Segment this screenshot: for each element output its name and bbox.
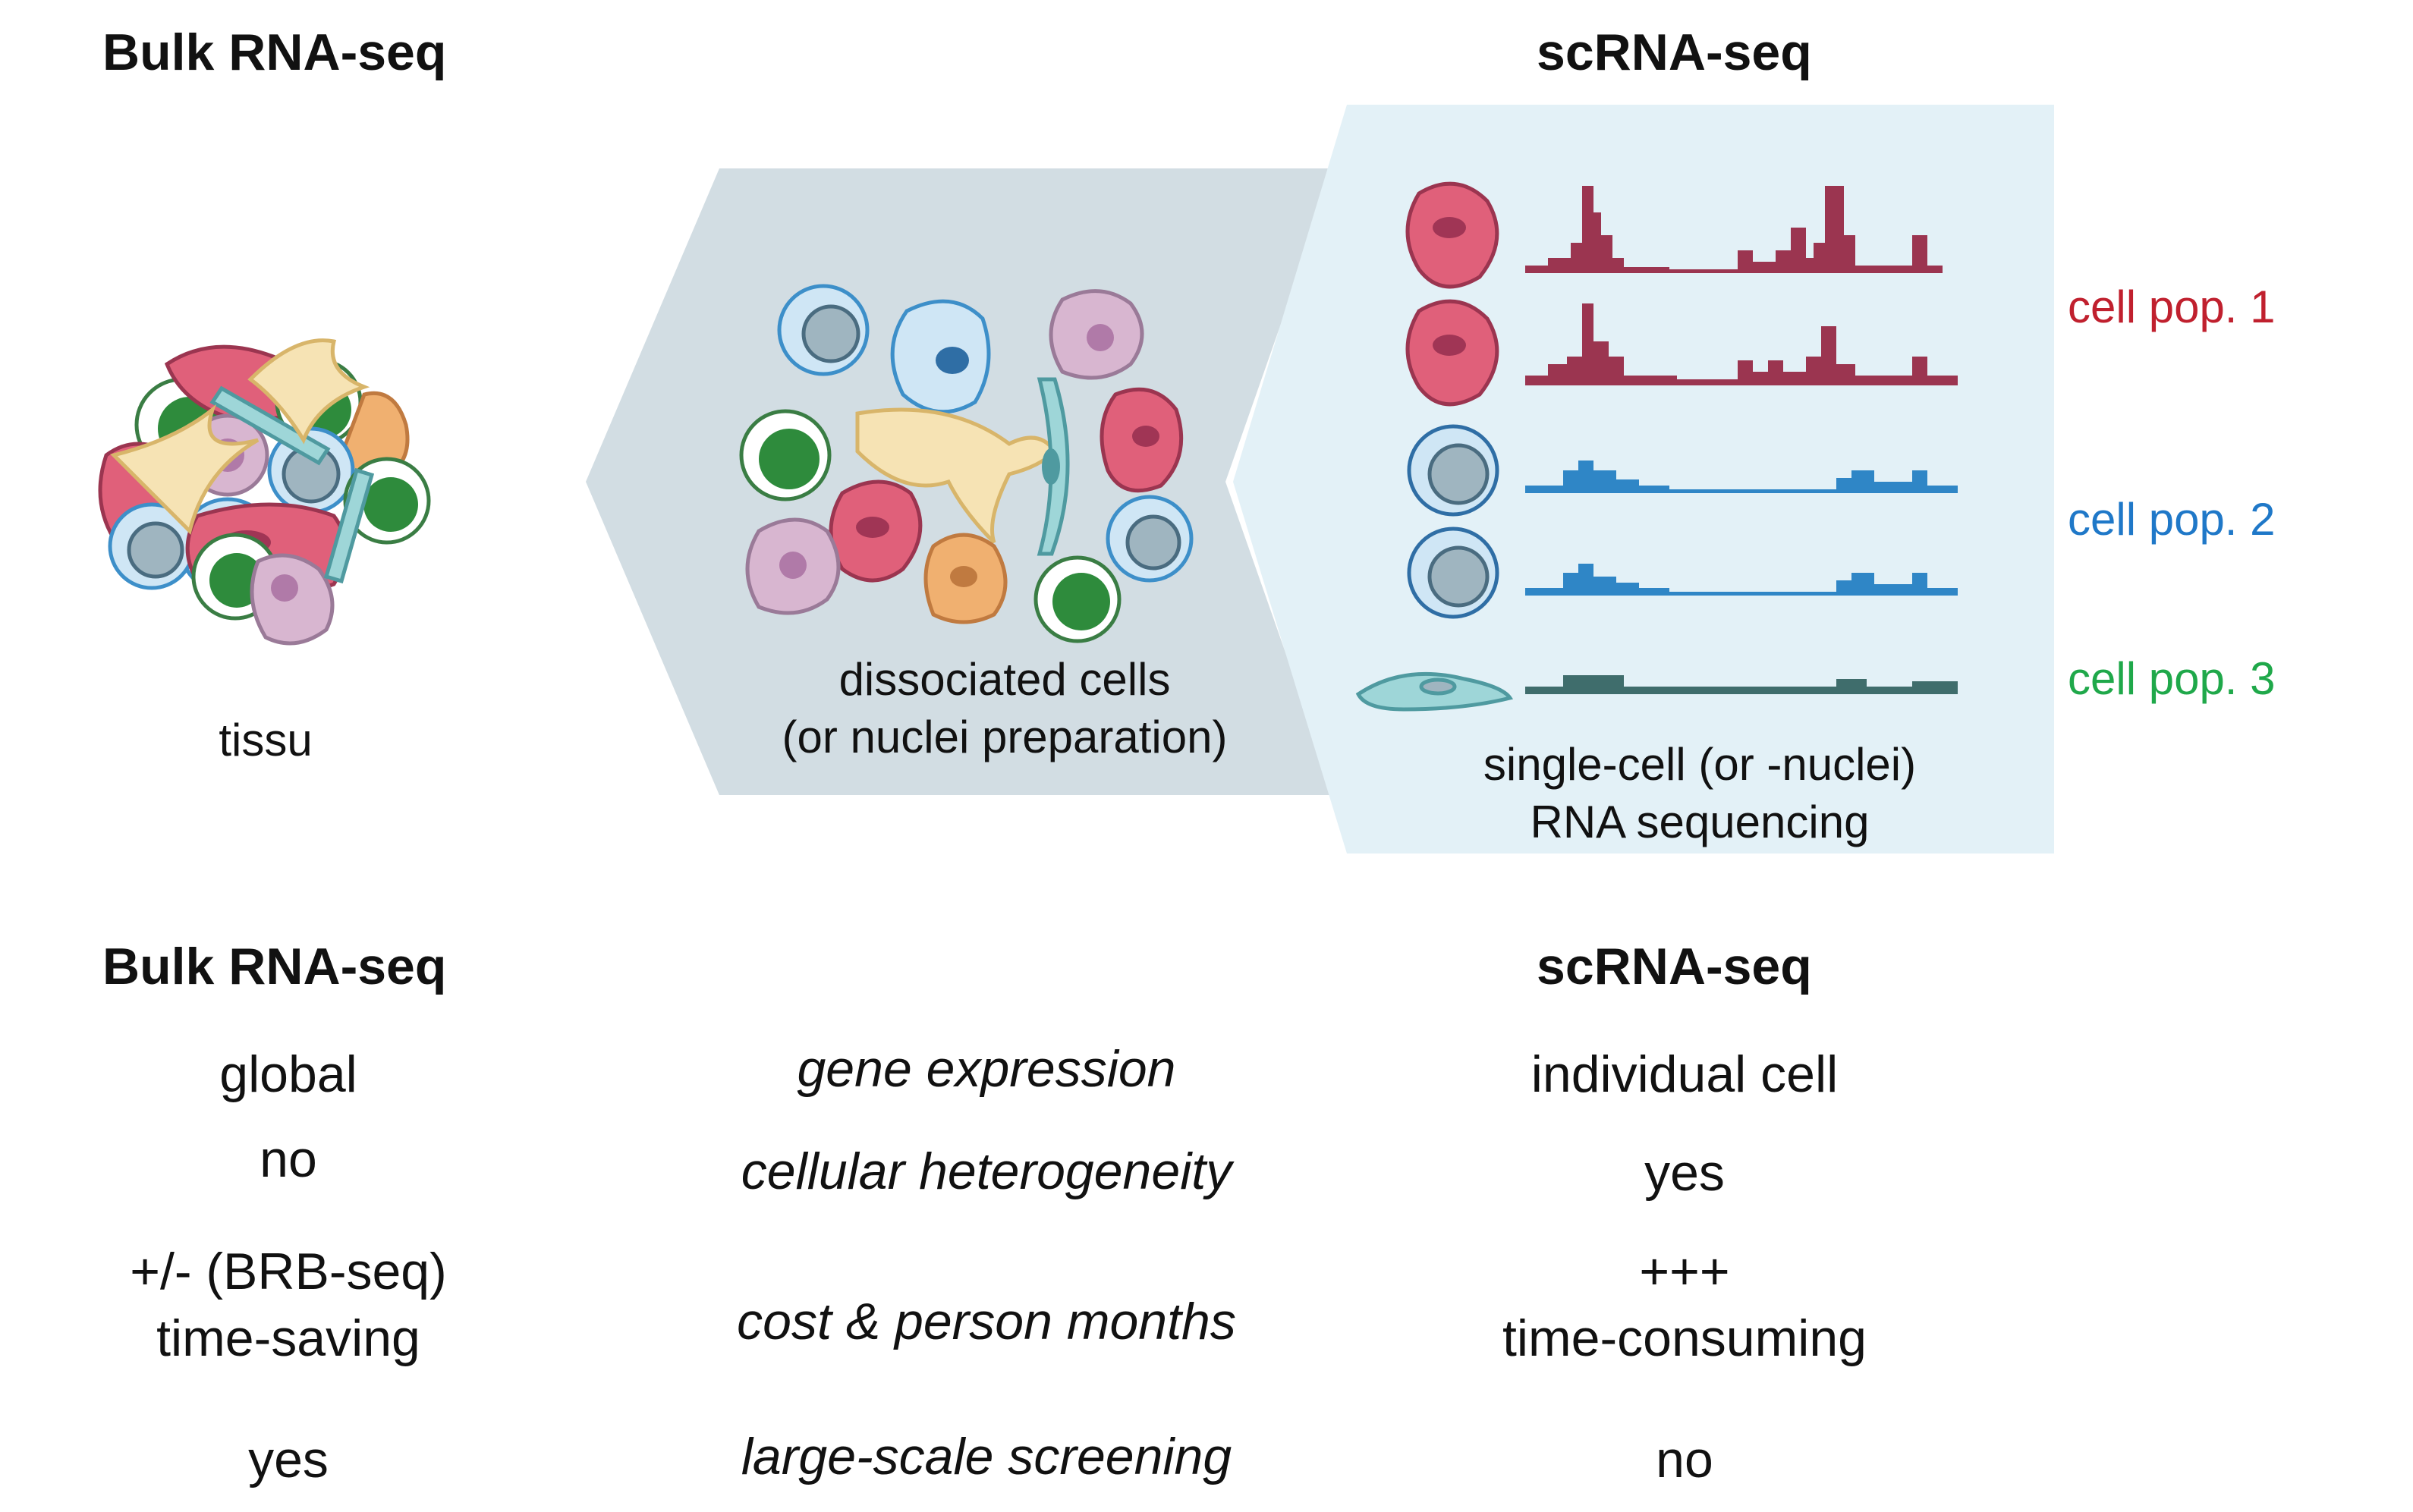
sc-cell: individual cell: [1531, 1045, 1839, 1103]
pop2-label: cell pop. 2: [2068, 494, 2276, 545]
scrna-title: scRNA-seq: [1537, 24, 1812, 81]
pop1-label: cell pop. 1: [2068, 281, 2276, 332]
bulk-cell: no: [260, 1130, 317, 1188]
pop2-cell-icon: [1407, 424, 1499, 517]
bulk-cell: yes: [248, 1431, 329, 1488]
sc-cell-line2: time-consuming: [1502, 1309, 1867, 1367]
blue-cell: [1106, 495, 1194, 583]
green-cell: [1033, 555, 1122, 643]
pop2-profile: [1525, 564, 1958, 596]
criterion-cell: cost & person months: [737, 1293, 1236, 1350]
purple-cell: [1049, 289, 1144, 380]
sequencing-label-line2: RNA sequencing: [1530, 797, 1870, 847]
pop2-cell-icon: [1407, 527, 1499, 619]
pop3-profile: [1525, 675, 1958, 694]
dissociated-label-line1: dissociated cells: [838, 654, 1171, 705]
pop1-profile: [1525, 303, 1958, 385]
spindle-cell: [1037, 377, 1070, 556]
green-cell: [739, 409, 832, 501]
blue-cell: [777, 284, 870, 376]
fibroblast-cell: [855, 407, 1058, 544]
pop3-label: cell pop. 3: [2068, 653, 2276, 704]
table-bulk-title: Bulk RNA-seq: [102, 938, 447, 995]
dissociated-label-line2: (or nuclei preparation): [782, 712, 1228, 762]
bulk-cell: +/- (BRB-seq): [130, 1243, 447, 1300]
bulk-cell: global: [219, 1045, 357, 1103]
criterion-cell: gene expression: [797, 1040, 1176, 1098]
blue-flat-cell: [890, 299, 991, 414]
tissue-cell: [98, 338, 431, 646]
pop1-cell-icon: [1405, 299, 1499, 407]
pop1-cell-icon: [1405, 181, 1499, 289]
sequenced-cells: [1355, 181, 1514, 712]
tissue-cluster: [98, 338, 431, 646]
sc-cell: no: [1656, 1431, 1713, 1488]
pink-cell: [829, 479, 923, 583]
dissociated-cells: [739, 284, 1194, 643]
table-scrna-title: scRNA-seq: [1537, 938, 1812, 995]
pop1-profile: [1525, 186, 1943, 273]
orange-cell: [923, 533, 1008, 624]
pop2-profile: [1525, 461, 1958, 493]
tissue-label: tissu: [219, 715, 313, 765]
purple-cell: [745, 517, 841, 615]
bulk-cell-line2: time-saving: [156, 1309, 420, 1367]
sc-cell: +++: [1639, 1243, 1730, 1300]
sequencing-label-line1: single-cell (or -nuclei): [1483, 739, 1917, 790]
sequencing-panel: [1233, 105, 2054, 853]
criterion-cell: large-scale screening: [741, 1428, 1232, 1485]
expression-profiles: [1525, 186, 1958, 694]
bulk-title: Bulk RNA-seq: [102, 24, 447, 81]
criterion-cell: cellular heterogeneity: [741, 1143, 1232, 1200]
pop3-cell-icon: [1355, 671, 1514, 712]
pink-cell: [1100, 387, 1184, 493]
sc-cell: yes: [1644, 1144, 1725, 1202]
